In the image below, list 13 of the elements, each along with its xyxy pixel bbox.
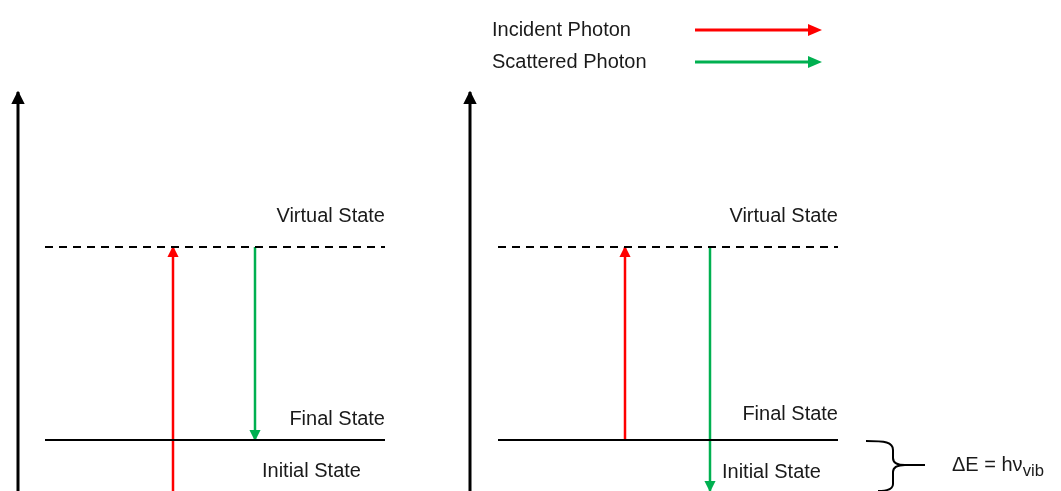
state-label: Final State <box>742 401 838 425</box>
state-label: Virtual State <box>276 203 385 227</box>
legend-label: Scattered Photon <box>492 49 647 73</box>
photon-arrow <box>167 245 179 491</box>
state-label: Initial State <box>722 459 821 483</box>
photon-arrow <box>619 245 631 440</box>
state-label: Initial State <box>262 458 361 482</box>
energy-difference-label: ΔE = hν$_{vib}$ <box>952 452 1044 482</box>
legend-label: Incident Photon <box>492 17 631 41</box>
photon-arrow <box>249 247 261 442</box>
state-label: Final State <box>289 406 385 430</box>
state-label: Virtual State <box>729 203 838 227</box>
photon-arrow <box>704 247 716 491</box>
